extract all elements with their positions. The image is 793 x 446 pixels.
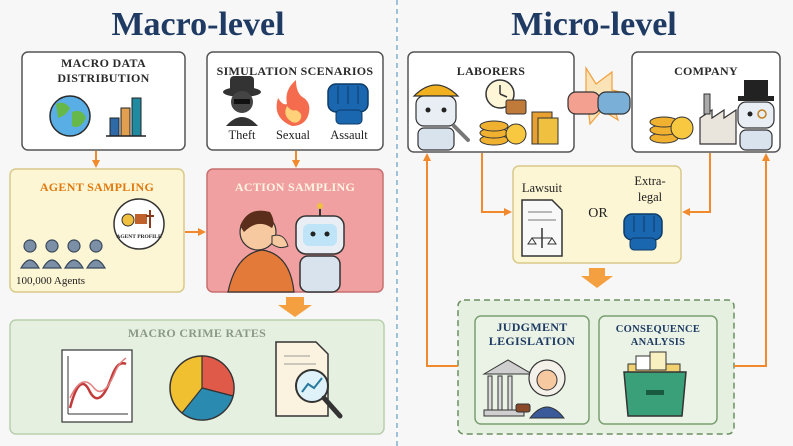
line-chart-icon: [61, 349, 133, 423]
people-icon: [19, 239, 107, 269]
consequence-label-2: ANALYSIS: [630, 337, 686, 348]
report-magnifier-icon: [275, 341, 343, 419]
arrow-options-to-judgment: [581, 268, 613, 288]
lawsuit-label: Lawsuit: [521, 181, 563, 195]
data-distribution-label-2: DISTRIBUTION: [57, 71, 150, 85]
arrow-action-to-crime: [278, 297, 312, 317]
file-folder-icon: [623, 351, 687, 417]
scenario-theft: Theft: [228, 128, 256, 142]
agent-sampling-label: AGENT SAMPLING: [39, 180, 155, 194]
laborers-label: LABORERS: [456, 64, 526, 78]
clock-briefcase-icon: [485, 79, 527, 115]
arrow-laborers-to-options: [481, 153, 512, 216]
extralegal-label-1: Extra-: [634, 174, 666, 188]
consequence-label-1: CONSEQUENCE: [615, 324, 701, 335]
coins-icon: [479, 111, 559, 146]
judgment-label-2: LEGISLATION: [488, 334, 576, 348]
scenario-sexual: Sexual: [275, 128, 311, 142]
lawsuit-document-icon: [521, 199, 563, 257]
scenarios-label: SIMULATION SCENARIOS: [216, 64, 374, 78]
judgment-label-1: JUDGMENT: [496, 320, 568, 334]
clash-fists-icon: [567, 65, 631, 126]
micro-heading: Micro-level: [511, 6, 677, 43]
worker-robot-icon: [412, 84, 470, 151]
macro-heading: Macro-level: [111, 6, 285, 43]
scenario-assault: Assault: [330, 128, 368, 142]
pie-chart-icon: [169, 355, 235, 421]
extralegal-fist-icon: [623, 213, 663, 251]
feedback-arrow-to-laborers: [423, 153, 458, 367]
factory-icon: [649, 93, 737, 145]
or-label: OR: [588, 206, 608, 221]
action-sampling-label: ACTION SAMPLING: [234, 180, 356, 194]
crime-rates-label: MACRO CRIME RATES: [127, 326, 267, 340]
robot-icon: [295, 203, 345, 293]
company-label: COMPANY: [674, 64, 738, 78]
arrow-company-to-options: [682, 153, 711, 216]
data-distribution-label-1: MACRO DATA: [61, 56, 146, 70]
fist-icon: [327, 83, 369, 125]
agent-count: 100,000 Agents: [16, 275, 86, 287]
thief-icon: [223, 76, 261, 126]
extralegal-label-2: legal: [637, 190, 663, 204]
globe-icon: [49, 95, 91, 137]
flame-icon: [276, 80, 310, 126]
courthouse-judge-icon: [482, 359, 566, 419]
agent-profile-badge-text: AGENT PROFILE: [116, 234, 162, 240]
feedback-arrow-to-company: [734, 153, 770, 367]
agent-profile-badge-icon: [113, 198, 165, 250]
person-whispering-icon: [227, 210, 295, 293]
bar-chart-icon: [106, 97, 146, 137]
tophat-robot-icon: [737, 80, 775, 151]
